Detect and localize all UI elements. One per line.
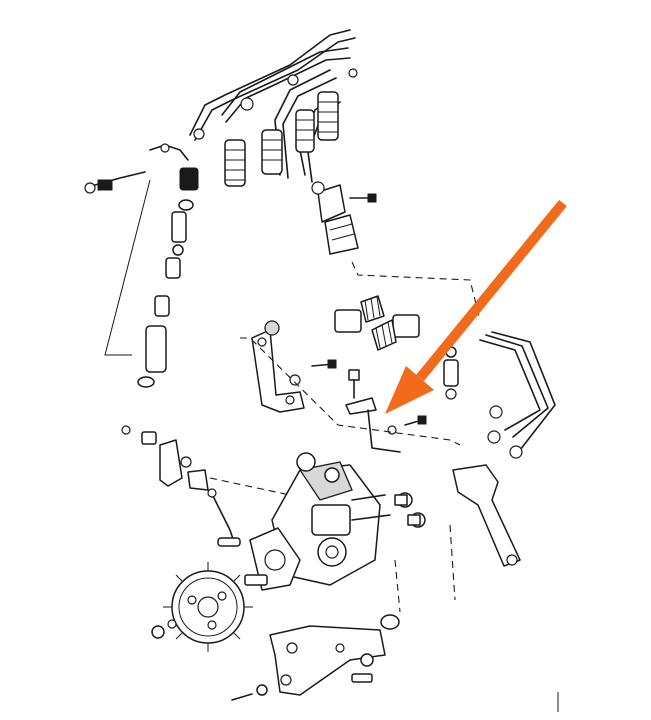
bolt-vertical	[348, 369, 360, 399]
leader-line-left	[104, 179, 151, 356]
injector-3	[317, 91, 339, 141]
injector-pipe-set	[189, 29, 358, 183]
injector-1	[224, 139, 246, 187]
highlight-arrow	[385, 199, 567, 414]
injector-2	[261, 129, 283, 175]
pump-drive-sprocket	[163, 562, 253, 652]
temperature-sensor	[443, 346, 459, 400]
leader-line-connector	[351, 261, 481, 321]
right-fuel-pipes	[479, 331, 556, 459]
leader-line-lever	[209, 477, 291, 496]
bracket-adjuster	[345, 397, 427, 453]
fuel-cutoff-lever	[121, 425, 209, 491]
shaft-nut-washer	[151, 574, 268, 639]
return-hose	[84, 143, 189, 194]
wiring-connector	[311, 181, 377, 255]
fuel-solenoid-1	[334, 295, 385, 333]
rear-support-bracket	[452, 464, 521, 567]
leader-line-lower	[394, 524, 456, 613]
injection-pump-body	[249, 452, 391, 591]
throttle-lever-bracket	[251, 320, 337, 413]
injector-4	[295, 109, 315, 153]
control-linkage-rod	[207, 488, 241, 547]
bracket-bushing	[351, 614, 400, 683]
injector-fitting-stack	[137, 167, 199, 388]
front-mounting-bracket	[269, 625, 386, 696]
lower-bolt	[231, 684, 268, 701]
banjo-fittings	[394, 492, 426, 528]
leader-line-bracket	[240, 337, 461, 446]
fuel-solenoid-2	[371, 314, 420, 351]
